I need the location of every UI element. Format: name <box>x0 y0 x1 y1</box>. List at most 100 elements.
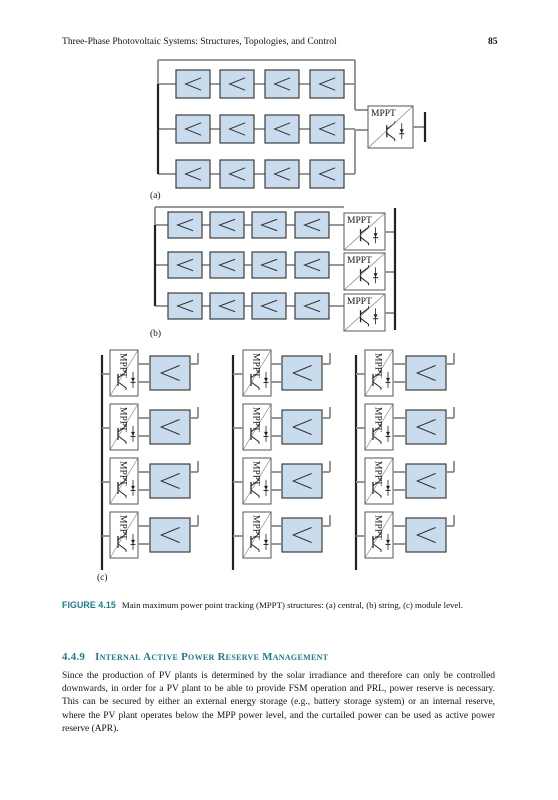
switch-collector <box>250 531 260 541</box>
figure-caption-text: Main maximum power point tracking (MPPT)… <box>121 600 463 610</box>
pv-module-symbol <box>291 527 312 543</box>
mppt-label: MPPT <box>251 515 261 540</box>
igbt-switch-icon <box>117 477 136 498</box>
box-diagonal <box>364 511 394 559</box>
box-diagonal <box>242 457 272 505</box>
pv-module-icon <box>149 463 191 499</box>
pv-module-body <box>167 251 203 279</box>
figure-caption: FIGURE 4.15 Main maximum power point trac… <box>62 600 512 610</box>
pv-module-symbol <box>273 77 291 91</box>
pv-module-icon <box>209 292 245 320</box>
mppt-label: MPPT <box>371 109 396 119</box>
mppt-inverter-block: MPPT <box>109 457 139 505</box>
pv-module-icon <box>281 355 323 391</box>
mppt-label: MPPT <box>118 461 128 486</box>
switch-emitter <box>250 435 260 444</box>
mppt-label: MPPT <box>118 353 128 378</box>
pv-module-symbol <box>159 473 180 489</box>
pv-module-body <box>251 251 287 279</box>
pv-module-symbol <box>303 258 321 272</box>
pv-module-symbol <box>176 258 194 272</box>
pv-module-body <box>167 211 203 239</box>
switch-emitter <box>250 489 260 498</box>
box-diagonal <box>367 105 414 149</box>
switch-collector <box>372 531 382 541</box>
switch-collector <box>360 306 370 315</box>
mppt-inverter-block: MPPT <box>343 293 386 332</box>
mppt-inverter-block: MPPT <box>242 511 272 559</box>
switch-emitter <box>386 132 396 142</box>
pv-module-symbol <box>159 365 180 381</box>
pv-module-icon <box>167 211 203 239</box>
pv-module-body <box>294 292 330 320</box>
pv-module-body <box>175 69 211 99</box>
pv-module-symbol <box>318 122 336 136</box>
igbt-switch-icon <box>250 531 269 552</box>
switch-emitter <box>372 489 382 498</box>
section-title: Internal Active Power Reserve Management <box>95 651 329 663</box>
mppt-inverter-block: MPPT <box>364 457 394 505</box>
switch-emitter <box>117 543 127 552</box>
pv-module-symbol <box>303 218 321 232</box>
pv-module-body <box>209 211 245 239</box>
igbt-switch-icon <box>117 369 136 390</box>
pv-module-icon <box>405 355 447 391</box>
pv-module-icon <box>209 251 245 279</box>
switch-emitter <box>250 381 260 390</box>
pv-module-body <box>405 409 447 445</box>
pv-module-icon <box>281 517 323 553</box>
pv-module-symbol <box>318 167 336 181</box>
mppt-inverter-block: MPPT <box>364 403 394 451</box>
box-diagonal <box>343 212 386 251</box>
pv-module-body <box>309 159 345 189</box>
pv-module-body <box>149 355 191 391</box>
switch-emitter <box>360 236 370 246</box>
mppt-inverter-block: MPPT <box>242 349 272 397</box>
box-diagonal <box>364 457 394 505</box>
mppt-label: MPPT <box>373 353 383 378</box>
pv-module-symbol <box>415 419 436 435</box>
switch-collector <box>360 225 370 234</box>
pv-module-symbol <box>176 218 194 232</box>
pv-module-body <box>405 355 447 391</box>
pv-module-symbol <box>159 419 180 435</box>
figure-caption-label: FIGURE 4.15 <box>62 600 116 610</box>
pv-module-body <box>251 292 287 320</box>
pv-module-symbol <box>184 167 202 181</box>
pv-module-symbol <box>176 299 194 313</box>
igbt-switch-icon <box>117 423 136 444</box>
box-diagonal <box>109 349 139 397</box>
pv-module-body <box>294 211 330 239</box>
pv-module-symbol <box>273 167 291 181</box>
switch-collector <box>372 369 382 379</box>
body-paragraph: Since the production of PV plants is det… <box>62 671 495 734</box>
section-heading: 4.4.9 Internal Active Power Reserve Manag… <box>62 651 328 663</box>
switch-collector <box>117 369 127 379</box>
switch-emitter <box>117 489 127 498</box>
pv-module-icon <box>309 114 345 144</box>
mppt-inverter-block: MPPT <box>242 403 272 451</box>
page-number: 85 <box>488 36 498 47</box>
section-number: 4.4.9 <box>62 651 86 663</box>
pv-module-symbol <box>415 365 436 381</box>
pv-module-body <box>281 463 323 499</box>
box-diagonal <box>109 403 139 451</box>
switch-collector <box>117 423 127 433</box>
switch-emitter <box>372 543 382 552</box>
pv-module-body <box>294 251 330 279</box>
igbt-switch-icon <box>250 477 269 498</box>
mppt-inverter-block: MPPT <box>364 349 394 397</box>
pv-module-icon <box>294 211 330 239</box>
igbt-switch-icon <box>372 423 391 444</box>
pv-module-symbol <box>273 122 291 136</box>
panel-b-label: (b) <box>150 328 161 339</box>
mppt-label: MPPT <box>347 216 372 226</box>
pv-module-symbol <box>218 258 236 272</box>
mppt-label: MPPT <box>373 515 383 540</box>
box-diagonal <box>242 349 272 397</box>
mppt-label: MPPT <box>251 353 261 378</box>
pv-module-icon <box>405 409 447 445</box>
pv-module-icon <box>175 114 211 144</box>
pv-module-body <box>149 409 191 445</box>
